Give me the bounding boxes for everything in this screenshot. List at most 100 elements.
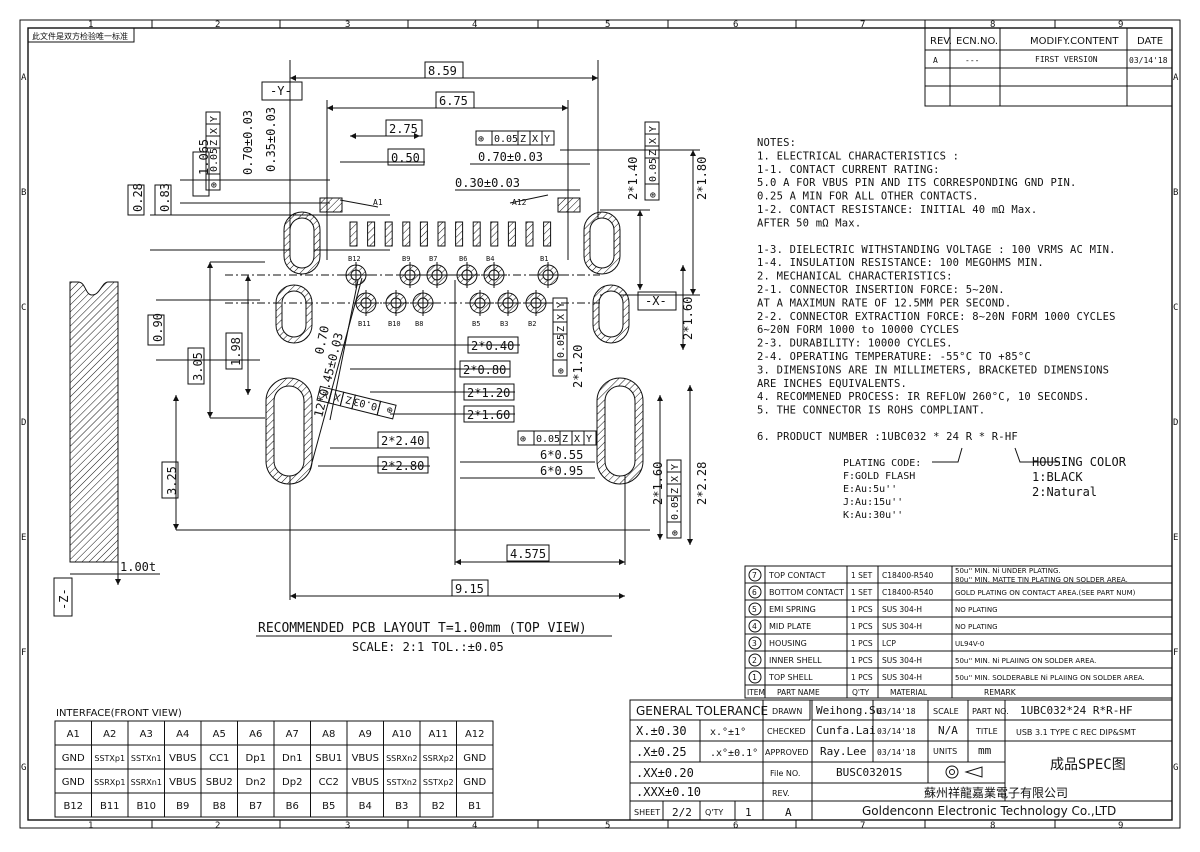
pcb-layout: -Y- -X- -Z- 8.59 6.75 2.75 0.50 0.70±0.0…: [53, 60, 709, 654]
grid-col-top: 8: [990, 20, 995, 30]
smt-pad: [543, 221, 552, 247]
bom-item-circle: [748, 670, 762, 684]
pad-label-a1: A1: [373, 198, 383, 207]
interface-cell: A2: [103, 729, 116, 740]
interface-cell: SSRXn1: [131, 778, 162, 787]
tol-cell: Y: [544, 134, 550, 145]
note-line: 2-2. CONNECTOR EXTRACTION FORCE: 8~20N F…: [757, 311, 1116, 323]
spec-label: 成品SPEC图: [1050, 757, 1126, 773]
bom-item-no: 4: [752, 622, 757, 631]
bom-item-circle: [748, 636, 762, 650]
grid-row-right: A: [1173, 73, 1179, 83]
tol-cell: Z: [556, 326, 567, 332]
tol-x-ang: x.°±1°: [710, 727, 746, 738]
bom-qty: 1 SET: [851, 588, 873, 597]
general-tolerance: GENERAL TOLERANCE: [636, 704, 768, 718]
interface-cell: SSRXp2: [423, 754, 454, 763]
dim-275: 2.75: [389, 122, 418, 136]
grid-row-left: B: [21, 188, 26, 198]
note-line: 5.0 A FOR VBUS PIN AND ITS CORRESPONDING…: [757, 177, 1077, 189]
interface-cell: CC1: [209, 753, 229, 764]
tol-0x-ang: .x°±0.1°: [710, 748, 758, 759]
note-line: ARE INCHES EQUIVALENTS.: [757, 378, 907, 390]
smt-pad: [472, 221, 481, 247]
datum-y: -Y-: [270, 84, 292, 98]
interface-cell: B2: [432, 801, 445, 812]
tol-cell: X: [333, 390, 342, 402]
plating-item-3: J:Au:15u'': [843, 497, 903, 508]
interface-cell: SSRXp1: [94, 778, 125, 787]
bom-remark: NO PLATING: [955, 623, 998, 631]
pin-label-bottom: B2: [528, 320, 536, 328]
pin-label-bottom: B10: [388, 320, 401, 328]
rev-row-ecn: ---: [965, 56, 979, 65]
partno-label: PART NO.: [972, 707, 1009, 716]
interface-cell: A6: [249, 729, 262, 740]
bom-material: SUS 304-H: [882, 673, 922, 682]
smt-pad: [419, 221, 428, 247]
dim-2x140: 2*1.40: [626, 157, 640, 200]
dim-2x120-v: 2*1.20: [571, 345, 585, 388]
tol-cell: Z: [209, 140, 220, 146]
dim-859-box: [424, 61, 464, 79]
bom-part-name: INNER SHELL: [769, 656, 822, 665]
bom-item-no: 2: [752, 656, 757, 665]
plating-code: PLATING CODE: F:GOLD FLASH E:Au:5u'' J:A…: [843, 447, 1127, 521]
interface-cell: VBUS: [169, 753, 196, 764]
grid-col-bottom: 6: [733, 821, 738, 831]
rev-row-content: FIRST VERSION: [1035, 55, 1098, 64]
grid-row-left: A: [21, 73, 27, 83]
bom-material: LCP: [882, 639, 896, 648]
bom-part-name: EMI SPRING: [769, 605, 816, 614]
note-line: 4. RECOMMENED PROCESS: IR REFLOW 260°C, …: [757, 391, 1090, 403]
dim-050: 0.50: [391, 151, 420, 165]
interface-cell: VBUS: [352, 777, 379, 788]
interface-cell: CC2: [319, 777, 339, 788]
grid-row-right: E: [1173, 533, 1178, 543]
grid-row-left: C: [21, 303, 26, 313]
title-value: USB 3.1 TYPE C REC DIP&SMT: [1016, 728, 1136, 737]
bom-remark: 50u'' MIN. Ni UNDER PLATING.: [955, 567, 1061, 575]
rev-header-content: MODIFY.CONTENT: [1030, 36, 1119, 47]
dim-915: 9.15: [455, 582, 484, 596]
drawn-date: 03/14'18: [877, 707, 916, 716]
bom-qty: 1 PCS: [851, 622, 873, 631]
grid-col-top: 5: [605, 20, 610, 30]
dim-100t: 1.00t: [120, 560, 156, 574]
title-label: TITLE: [975, 727, 998, 736]
tol-cell: Y: [209, 116, 220, 122]
interface-cell: B6: [286, 801, 299, 812]
interface-cell: B8: [213, 801, 226, 812]
grid-col-bottom: 7: [860, 821, 865, 831]
pin-label-top: B6: [459, 255, 467, 263]
rev-value: A: [785, 806, 792, 819]
dim-083: 0.83: [158, 183, 172, 212]
grid-row-right: C: [1173, 303, 1178, 313]
units-label: UNITS: [933, 747, 957, 756]
bom-remark: UL94V-0: [955, 640, 984, 648]
tol-cell: X: [209, 128, 220, 134]
bom-qty: 1 PCS: [851, 673, 873, 682]
notes-block: NOTES:1. ELECTRICAL CHARACTERISTICS : 1-…: [757, 137, 1116, 443]
pin-label-top: B9: [402, 255, 410, 263]
interface-cell: Dn1: [282, 753, 302, 764]
interface-cell: SSTXp2: [423, 778, 454, 787]
note-line: 6~20N FORM 1000 to 10000 CYCLES: [757, 324, 959, 336]
interface-cell: GND: [463, 753, 486, 764]
bom-part-name: MID PLATE: [769, 622, 811, 631]
tol-cell: ⊕: [520, 434, 526, 445]
interface-cell: SBU1: [315, 753, 342, 764]
plating-item-4: K:Au:30u'': [843, 510, 903, 521]
grid-row-left: F: [21, 648, 26, 658]
bom-part-name: TOP CONTACT: [768, 571, 826, 580]
datum-x-box: [637, 291, 677, 311]
datum-z: -Z-: [57, 588, 71, 610]
pad-label-a12: A12: [512, 198, 527, 207]
bom-qty: 1 PCS: [851, 656, 873, 665]
plating-item-1: F:GOLD FLASH: [843, 471, 915, 482]
tol-cell: ⊕: [648, 192, 659, 198]
